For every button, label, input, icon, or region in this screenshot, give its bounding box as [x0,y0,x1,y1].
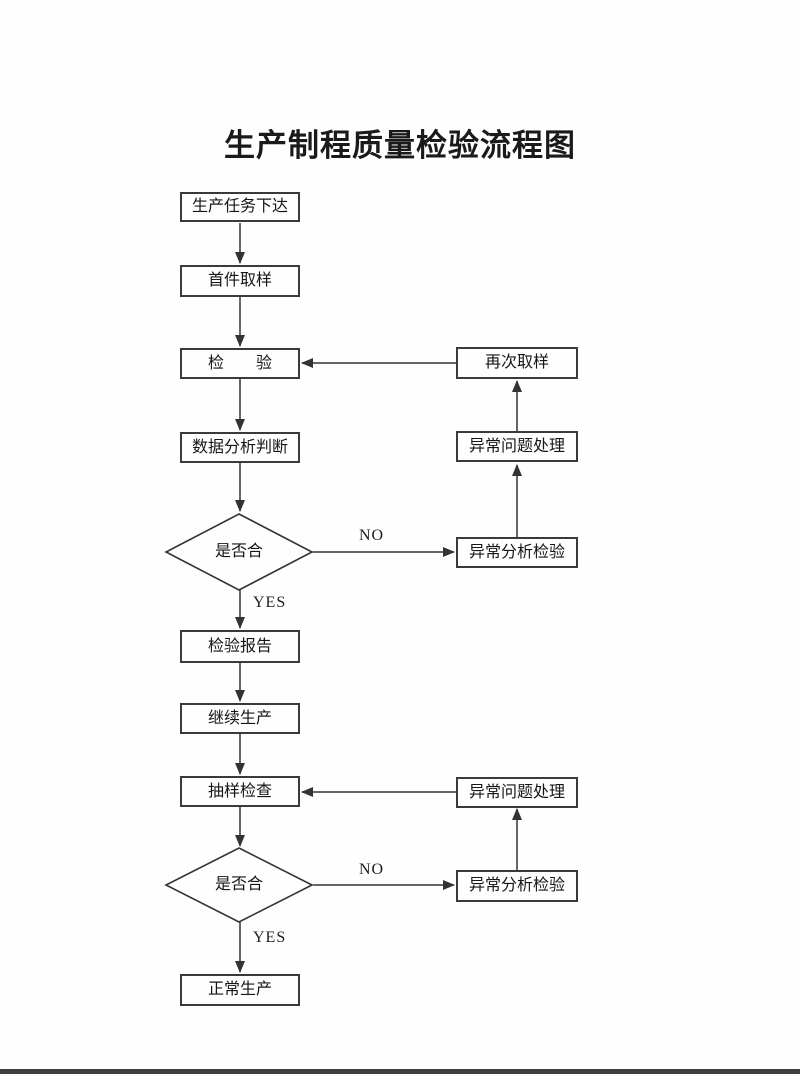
node-decision1-label: 是否合 [214,543,263,560]
decision1-diamond [164,513,314,591]
node-decision2-label: 是否合 [214,876,263,893]
node-continue-production: 继续生产 [180,703,300,734]
node-normal-production: 正常生产 [180,974,300,1006]
decision2-no-label: NO [359,861,385,878]
node-abnormal-handling2: 异常问题处理 [456,777,578,808]
decision2-diamond [164,847,314,923]
node-abnormal-analysis1: 异常分析检验 [456,537,578,568]
decision1-no-label: NO [359,527,385,544]
decision1-yes-label: YES [253,594,287,611]
node-start: 生产任务下达 [180,192,300,222]
node-first-sampling: 首件取样 [180,265,300,297]
node-inspection: 检 验 [180,348,300,379]
decision2-yes-label: YES [253,929,287,946]
node-resample: 再次取样 [456,347,578,379]
node-abnormal-analysis2: 异常分析检验 [456,870,578,902]
node-data-analysis: 数据分析判断 [180,432,300,463]
bottom-edge-bar [0,1069,800,1074]
node-report: 检验报告 [180,630,300,663]
page-title: 生产制程质量检验流程图 [224,128,576,163]
node-abnormal-handling1: 异常问题处理 [456,431,578,462]
node-sampling-check: 抽样检查 [180,776,300,807]
